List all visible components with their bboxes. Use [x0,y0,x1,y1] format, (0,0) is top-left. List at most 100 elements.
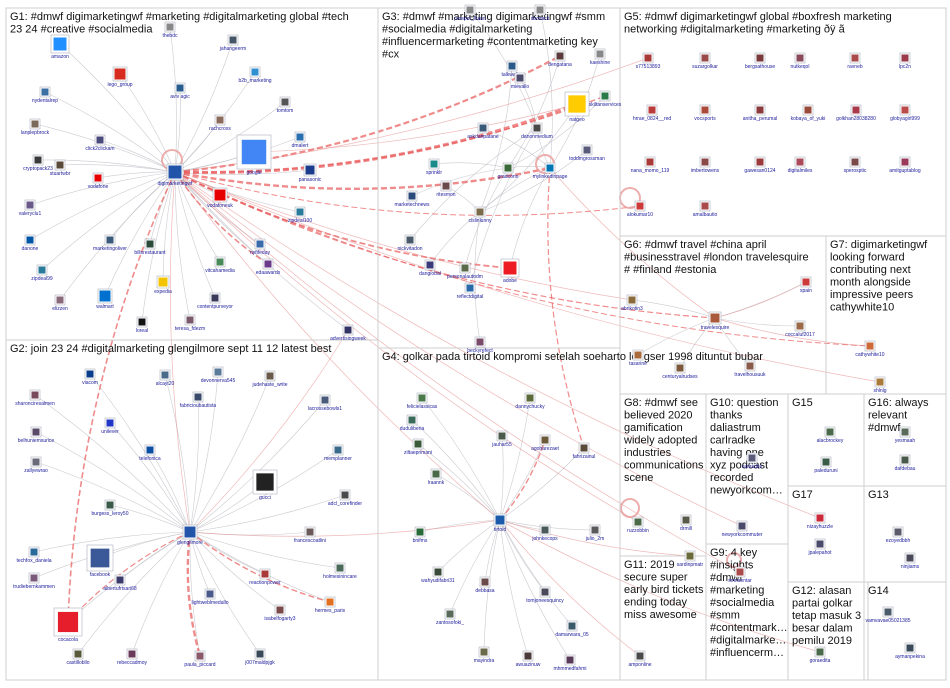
node-cocacola[interactable]: cocacola [53,607,83,643]
node-skiltanservices[interactable]: skiltanservices [589,90,622,108]
node-viacom[interactable]: viacom [82,368,98,386]
node-dmalert[interactable]: dmalert [292,131,309,149]
node-gucci[interactable]: gucci [252,469,278,501]
node-contentpurveyor[interactable]: contentpurveyor [197,292,233,310]
node-cislinlunny[interactable]: cislinlunny [468,206,492,224]
node-vodafone[interactable]: vodafone [88,172,109,190]
node-j007maldpjgk[interactable]: j007maldpjgk [244,648,275,666]
node-shlnlg[interactable]: shlnlg [873,376,887,394]
node-b2b-marketing[interactable]: b2b_marketing [238,66,272,84]
node-sperosptic[interactable]: sperosptic [844,156,867,174]
node-lpc2n[interactable]: lpc2n [899,52,911,70]
node-digimarketingwf[interactable]: digimarketingwf [158,163,193,187]
node-damarwara-05[interactable]: damarwara_05 [555,620,589,638]
node-nydentalrep[interactable]: nydentalrep [32,86,58,104]
node-elizzen[interactable]: elizzen [52,294,68,312]
node-sardinpmatr[interactable]: sardinpmatr [677,550,704,568]
node-billsrestaurant[interactable]: billsrestaurant [134,238,166,256]
node-hrrae-0824-red[interactable]: hrrae_0824__red [633,104,672,122]
node-reactionpower[interactable]: reactionpower [249,568,281,586]
node-mayindra[interactable]: mayindra [474,646,495,664]
node-globyagirl999[interactable]: globyagirl999 [890,104,920,122]
node-personalautodm[interactable]: personalautodm [447,262,483,280]
node-thebdc[interactable]: thebdc [162,21,178,39]
node-expedia[interactable]: expedia [154,275,172,295]
node-teresa-fdezm[interactable]: teresa_fdezm [175,314,205,332]
node-drmill[interactable]: drmill [680,514,692,532]
node-natgeo[interactable]: natgeo [564,91,590,123]
node-lanplepbrock[interactable]: lanplepbrock [21,118,50,136]
node-kaeshine[interactable]: kaeshine [590,48,610,66]
node-cathywhite10[interactable]: cathywhite10 [855,340,885,358]
node-ninjiams[interactable]: ninjiams [901,552,920,570]
node-danone[interactable]: danone [22,234,39,252]
node-techfox-daniela[interactable]: techfox_daniela [16,546,52,564]
node-albertufrtsari68[interactable]: albertufrtsari68 [103,574,137,592]
node-talkwalter[interactable]: talkwalter [501,60,523,78]
node-amponline[interactable]: amponline [628,650,652,668]
node-alacbrockey[interactable]: alacbrockey [817,426,844,444]
node-stuartwbr[interactable]: stuartwbr [50,159,71,177]
node-ziltaeprimani[interactable]: ziltaeprimani [404,438,432,456]
node-facebook[interactable]: facebook [86,544,114,578]
node-jpalepahot[interactable]: jpalepahot [807,538,832,556]
node-yesmaah[interactable]: yesmaah [895,426,916,444]
node-danonmedium[interactable]: danonmedium [521,122,553,140]
node-imbertowens[interactable]: imbertowens [691,156,720,174]
node-google[interactable]: google [236,134,272,176]
node-dengatana[interactable]: dengatana [548,50,572,68]
node-travelesquire[interactable]: travelesquire [701,311,730,331]
node-adobe[interactable]: adobe [500,258,520,284]
node-alcayt20[interactable]: alcayt20 [156,369,175,387]
node-paleduruni[interactable]: paleduruni [814,456,838,474]
node-francescoatlini[interactable]: francescoatlini [294,526,326,544]
node-ravneb[interactable]: ravneb [847,52,863,70]
node-coccaluf2017[interactable]: coccaluf2017 [785,320,815,338]
node-nana-momo-119[interactable]: nana_momo_119 [631,156,670,174]
node-aviv-agic[interactable]: aviv agic [170,82,190,100]
node-adcl-corefinder[interactable]: adcl_corefinder [328,489,363,507]
node-debbasa[interactable]: debbasa [475,576,495,594]
node-valeryclu1[interactable]: valeryclu1 [19,199,42,217]
node-dangiobal[interactable]: dangiobal [419,259,441,277]
node-tomtom[interactable]: tomtom [277,96,294,114]
node-vocsports[interactable]: vocsports [694,104,716,122]
node-burgess-leroy50[interactable]: burgess_leroy50 [92,499,129,517]
node-alokumar10[interactable]: alokumar10 [627,200,653,218]
node-johnkecops[interactable]: johnkecops [531,524,558,542]
node-toddmgrossman[interactable]: toddmgrossman [569,144,605,162]
node-zipdeal99[interactable]: zipdeal99 [31,264,53,282]
node-amalbautio[interactable]: amalbautio [693,200,718,218]
node-belhuniemsurice[interactable]: belhuniemsurice [18,426,55,444]
node-duduliberia[interactable]: duduliberia [400,414,425,432]
node-mylinkedinpage[interactable]: mylinkedinpage [533,162,568,180]
node-rachcross[interactable]: rachcross [209,114,231,132]
node-travelhousuuk[interactable]: travelhousuuk [734,360,766,378]
node-carlradke[interactable]: carlradke [742,452,763,470]
node-isabelfogarty3[interactable]: isabelfogarty3 [264,604,296,622]
node-docirack[interactable]: docirack [531,4,550,22]
node-abrikotin3[interactable]: abrikotin3 [621,294,643,312]
node-gawesan0124[interactable]: gawesan0124 [744,156,776,174]
node-dannychucky[interactable]: dannychucky [515,392,545,410]
node-lego-group[interactable]: lego_group [107,66,133,88]
node-devonnerva545[interactable]: devonnerva545 [201,366,236,384]
node-cryptopack23[interactable]: cryptopack23 [23,154,53,172]
node-jauhar55[interactable]: jauhar55 [491,430,512,448]
node-marketingoliver[interactable]: marketingoliver [93,234,127,252]
node-zipdeal100[interactable]: zipdeal100 [288,206,312,224]
node-panasonic[interactable]: panasonic [299,163,322,183]
node-tasarine[interactable]: tasarine [629,349,647,367]
node-askdanpatane[interactable]: askdanpatane [467,122,499,140]
node-edaawards[interactable]: edaawards [256,258,281,276]
node-paula-piccard[interactable]: paula_piccard [184,650,216,668]
node-fabricioubautista[interactable]: fabricioubautista [180,391,217,409]
node-rebeccadmoy[interactable]: rebeccadmoy [117,648,148,666]
node-amitguptablog[interactable]: amitguptablog [889,156,921,174]
node-awuazinuw[interactable]: awuazinuw [516,650,541,668]
node-sharonciresalmen[interactable]: sharonciresalmen [15,389,55,407]
node-zallyewrao[interactable]: zallyewrao [24,456,48,474]
node-zantosofoki-[interactable]: zantosofoki_ [436,608,464,626]
node-bergsathouse[interactable]: bergsathouse [745,52,776,70]
node-s77513893[interactable]: s77513893 [636,52,661,70]
